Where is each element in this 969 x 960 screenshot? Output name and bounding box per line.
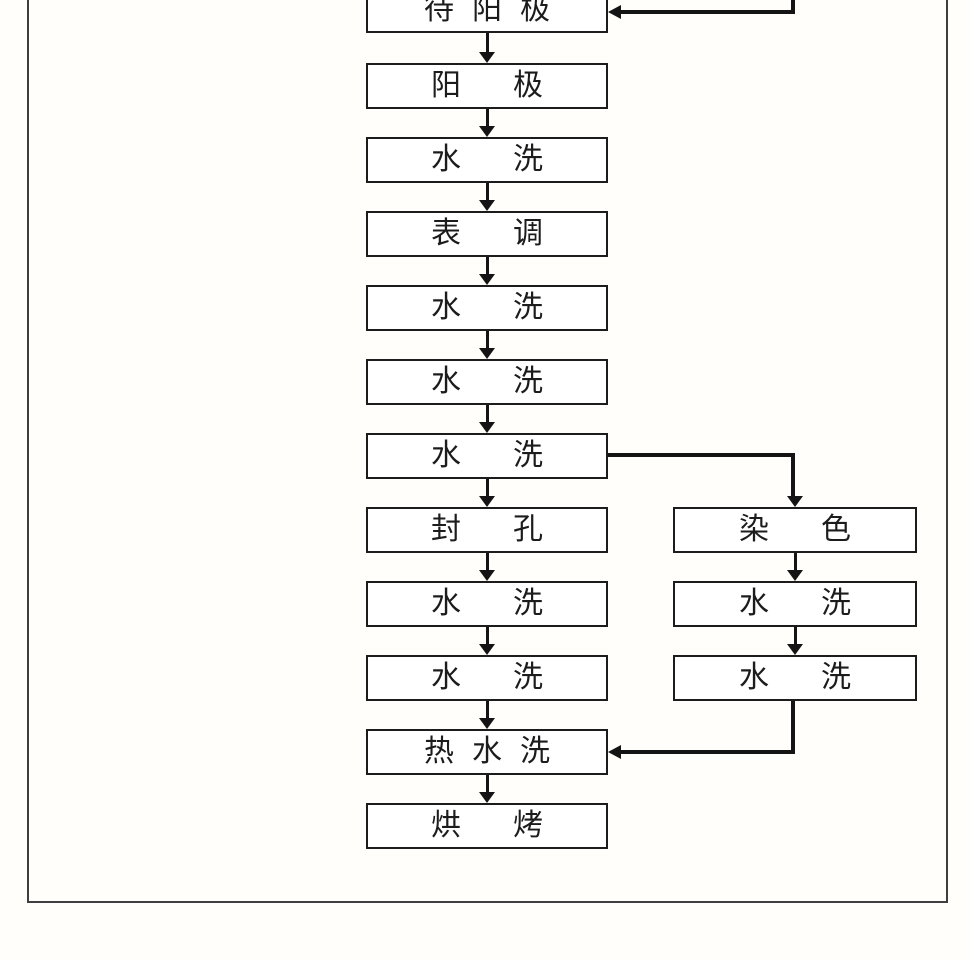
flow-step-5-label: 水洗 xyxy=(431,290,595,325)
flow-step-9: 水洗 xyxy=(366,581,608,627)
flow-step-6-label: 水洗 xyxy=(431,364,595,399)
arrow-down-icon xyxy=(479,479,495,507)
frame-left-border xyxy=(27,0,29,903)
flow-step-8: 封孔 xyxy=(366,507,608,553)
flow-step-11-label: 热水洗 xyxy=(424,734,568,769)
arrow-down-icon xyxy=(479,405,495,433)
arrow-down-icon xyxy=(479,183,495,211)
arrow-down-icon xyxy=(479,553,495,581)
flow-step-7: 水洗 xyxy=(366,433,608,479)
flow-step-3-label: 水洗 xyxy=(431,142,595,177)
frame-right-border xyxy=(946,0,948,903)
flow-step-8-label: 封孔 xyxy=(431,512,595,547)
branch-connector-horizontal xyxy=(608,453,795,457)
flow-step-2-label: 阳极 xyxy=(431,68,595,103)
flow-step-1-label: 待阳极 xyxy=(424,0,568,27)
arrow-left-icon xyxy=(608,5,621,19)
arrow-down-icon xyxy=(787,496,803,507)
flow-step-4-label: 表调 xyxy=(431,216,595,251)
flow-step-11: 热水洗 xyxy=(366,729,608,775)
arrow-down-icon xyxy=(479,109,495,137)
flow-step-9-label: 水洗 xyxy=(431,586,595,621)
arrow-down-icon xyxy=(479,701,495,729)
arrow-down-icon xyxy=(479,627,495,655)
branch-step-3-label: 水洗 xyxy=(739,660,903,695)
arrow-down-icon xyxy=(787,627,803,655)
arrow-down-icon xyxy=(479,331,495,359)
branch-connector-vertical xyxy=(791,453,795,498)
feedback-connector-vertical xyxy=(791,0,795,14)
frame-bottom-border xyxy=(27,901,948,903)
flow-step-10: 水洗 xyxy=(366,655,608,701)
flow-step-3: 水洗 xyxy=(366,137,608,183)
flow-step-7-label: 水洗 xyxy=(431,438,595,473)
arrow-down-icon xyxy=(479,775,495,803)
arrow-down-icon xyxy=(479,33,495,63)
merge-connector-vertical xyxy=(791,701,795,754)
merge-connector-horizontal xyxy=(620,750,795,754)
branch-step-2: 水洗 xyxy=(673,581,917,627)
flow-step-10-label: 水洗 xyxy=(431,660,595,695)
flow-step-12-label: 烘烤 xyxy=(431,808,595,843)
branch-step-2-label: 水洗 xyxy=(739,586,903,621)
flow-step-1: 待阳极 xyxy=(366,0,608,33)
feedback-connector-horizontal xyxy=(620,10,795,14)
flow-step-4: 表调 xyxy=(366,211,608,257)
arrow-left-icon xyxy=(608,745,621,759)
arrow-down-icon xyxy=(479,257,495,285)
branch-step-1-label: 染色 xyxy=(739,512,903,547)
flow-step-6: 水洗 xyxy=(366,359,608,405)
branch-step-1: 染色 xyxy=(673,507,917,553)
flow-step-12: 烘烤 xyxy=(366,803,608,849)
flow-step-2: 阳极 xyxy=(366,63,608,109)
arrow-down-icon xyxy=(787,553,803,581)
flow-step-5: 水洗 xyxy=(366,285,608,331)
branch-step-3: 水洗 xyxy=(673,655,917,701)
